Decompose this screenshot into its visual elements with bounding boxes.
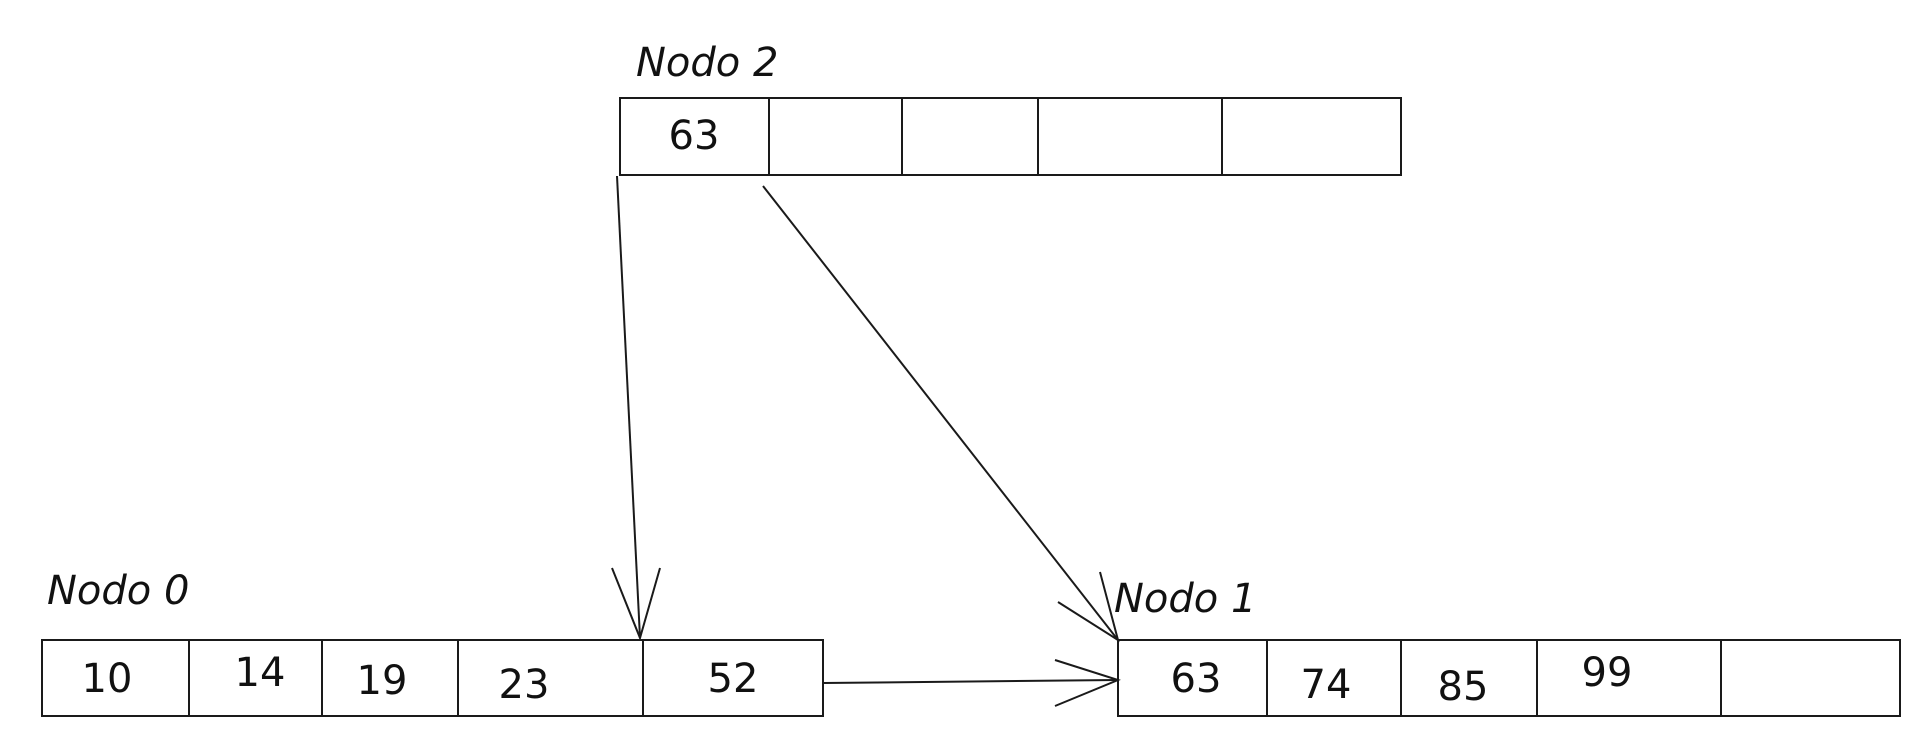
node-2: Nodo 2 63 (619, 40, 1402, 176)
node-0-cell-4: 23 (499, 662, 550, 708)
arrow-line (762, 185, 1119, 641)
edge-node2-to-node0 (611, 175, 661, 642)
arrow-head-icon (1054, 659, 1121, 707)
node-0-cell-1: 10 (82, 656, 133, 702)
edge-node2-to-node1 (762, 185, 1120, 643)
node-1-cell-2: 74 (1301, 662, 1352, 708)
node-0-cell-5: 52 (708, 656, 759, 702)
node-1-cell-4: 99 (1582, 650, 1633, 696)
node-2-label: Nodo 2 (636, 40, 778, 86)
node-1-label: Nodo 1 (1114, 576, 1256, 622)
node-0-cell-3: 19 (357, 658, 408, 704)
node-1-cell-1: 63 (1171, 656, 1222, 702)
arrow-line (822, 679, 1119, 684)
edge-node0-to-node1 (822, 659, 1121, 707)
node-1-cell-3: 85 (1438, 664, 1489, 710)
node-0: Nodo 0 10 14 19 23 52 (41, 568, 824, 717)
node-1: Nodo 1 63 74 85 99 (1114, 576, 1901, 717)
node-2-cell-1: 63 (669, 113, 720, 159)
node-0-label: Nodo 0 (47, 568, 189, 614)
arrow-head-icon (1057, 571, 1120, 643)
node-1-box (1117, 639, 1901, 717)
node-2-box (619, 97, 1402, 176)
arrow-head-icon (611, 567, 661, 642)
node-0-cell-2: 14 (235, 650, 286, 696)
node-0-box (41, 639, 824, 717)
arrow-line (616, 175, 641, 639)
